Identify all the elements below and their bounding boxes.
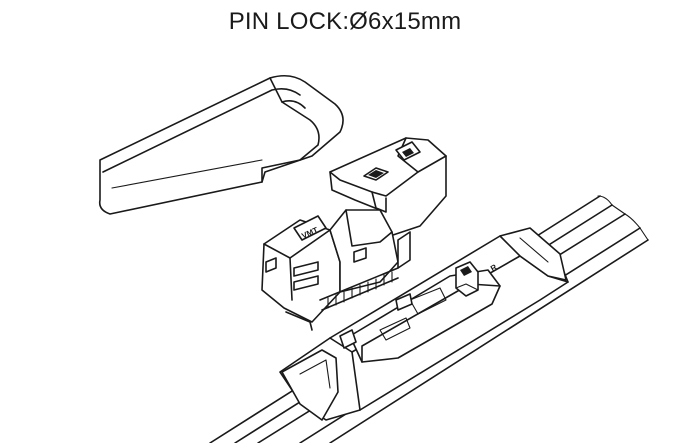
clip-teeth (327, 271, 393, 309)
diagram-title: PIN LOCK:Ø6x15mm (228, 8, 462, 35)
blade-stamp: R (489, 262, 499, 273)
wiper-arm (98, 74, 344, 215)
adapter-clip: VMT (261, 137, 447, 331)
wiper-blade: R (209, 195, 649, 443)
